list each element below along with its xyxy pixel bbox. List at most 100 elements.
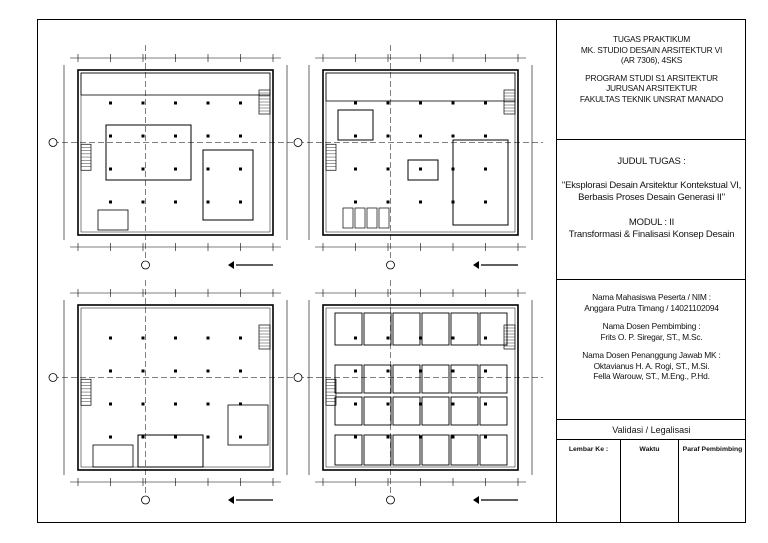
unit-room <box>479 312 508 346</box>
column-marker <box>206 402 210 406</box>
column-marker <box>386 101 390 105</box>
course-section: TUGAS PRAKTIKUM MK. STUDIO DESAIN ARSITE… <box>557 20 746 140</box>
column-marker <box>141 435 145 439</box>
column-marker <box>206 134 210 138</box>
restroom <box>378 207 390 229</box>
institution-line-3: FAKULTAS TEKNIK UNSRAT MANADO <box>579 93 724 104</box>
column-marker <box>484 336 487 340</box>
unit-room <box>450 312 479 346</box>
room <box>407 159 439 181</box>
column-marker <box>386 336 390 340</box>
column-marker <box>484 402 487 406</box>
column-marker <box>141 200 145 204</box>
student-value: Anggara Putra Timang / 14021102094 <box>584 302 719 313</box>
column-marker <box>174 134 177 138</box>
column-marker <box>239 200 242 204</box>
assignment-section: JUDUL TUGAS : "Eksplorasi Desain Arsitek… <box>557 140 746 280</box>
unit-room <box>450 396 479 426</box>
column-marker <box>419 167 422 171</box>
student-label: Nama Mahasiswa Peserta / NIM : <box>592 292 711 302</box>
institution-line-1: PROGRAM STUDI S1 ARSITEKTUR <box>585 72 718 83</box>
unit-room <box>479 434 508 466</box>
column-marker <box>141 134 145 138</box>
room <box>80 72 271 96</box>
column-marker <box>451 134 455 138</box>
validation-time-cell: Waktu <box>621 440 679 522</box>
module-label: MODUL : II <box>628 217 675 228</box>
column-marker <box>141 167 145 171</box>
unit-room <box>334 434 363 466</box>
module-title: Transformasi & Finalisasi Konsep Desain <box>568 229 735 240</box>
unit-room <box>479 364 508 394</box>
column-marker <box>419 402 422 406</box>
column-marker <box>354 402 357 406</box>
column-marker <box>484 369 487 373</box>
unit-room <box>421 312 450 346</box>
exterior-wall <box>322 304 519 471</box>
room <box>97 209 129 231</box>
plan-title-arrow-icon <box>228 496 234 504</box>
column-marker <box>174 200 177 204</box>
column-marker <box>386 134 390 138</box>
column-marker <box>354 200 357 204</box>
advisor-label: Nama Dosen Pembimbing : <box>602 321 701 331</box>
room <box>452 139 509 226</box>
restroom <box>354 207 366 229</box>
floor-plan-3 <box>48 280 298 505</box>
column-marker <box>174 435 177 439</box>
column-marker <box>484 134 487 138</box>
column-marker <box>354 435 357 439</box>
column-marker <box>354 369 357 373</box>
interior-wall-line <box>325 307 516 468</box>
column-marker <box>109 369 112 373</box>
column-marker <box>419 134 422 138</box>
institution-line-2: JURUSAN ARSITEKTUR <box>606 83 697 93</box>
plan-title-arrow-icon <box>473 261 479 269</box>
assignment-title-line-1: "Eksplorasi Desain Arsitektur Kontekstua… <box>561 180 742 191</box>
column-marker <box>354 336 357 340</box>
section-marker-icon <box>48 373 58 382</box>
column-marker <box>386 200 390 204</box>
unit-room <box>334 396 363 426</box>
interior-wall-line <box>325 72 516 233</box>
floor-plan-area <box>38 20 556 522</box>
column-marker <box>174 402 177 406</box>
section-marker-icon <box>386 495 395 505</box>
unit-room <box>334 312 363 346</box>
column-marker <box>109 134 112 138</box>
column-marker <box>419 336 422 340</box>
column-marker <box>174 101 177 105</box>
room <box>202 149 254 221</box>
room <box>337 109 374 141</box>
lecturer-value-2: Fella Warouw, ST., M.Eng., P.Hd. <box>593 371 710 381</box>
column-marker <box>484 200 487 204</box>
floor-plans-svg <box>48 45 543 505</box>
floor-plan-4 <box>293 280 543 505</box>
validation-header: Validasi / Legalisasi <box>557 420 746 440</box>
column-marker <box>206 435 210 439</box>
unit-room <box>450 434 479 466</box>
unit-room <box>392 434 421 466</box>
section-marker-icon <box>48 138 58 147</box>
column-marker <box>239 167 242 171</box>
column-marker <box>239 134 242 138</box>
column-marker <box>239 369 242 373</box>
advisor-value: Frits O. P. Siregar, ST., M.Sc. <box>600 331 703 342</box>
column-marker <box>484 167 487 171</box>
column-marker <box>141 369 145 373</box>
column-marker <box>484 435 487 439</box>
column-marker <box>484 101 487 105</box>
column-marker <box>206 167 210 171</box>
unit-room <box>363 434 392 466</box>
plan-title-arrow-icon <box>228 261 234 269</box>
course-line-2: MK. STUDIO DESAIN ARSITEKTUR VI <box>580 44 723 55</box>
unit-room <box>479 396 508 426</box>
section-marker-icon <box>293 138 303 147</box>
column-marker <box>419 369 422 373</box>
column-marker <box>386 435 390 439</box>
validation-sheet-cell: Lembar Ke : <box>557 440 621 522</box>
column-marker <box>419 200 422 204</box>
section-marker-icon <box>293 373 303 382</box>
unit-room <box>421 396 450 426</box>
validation-signature-cell: Paraf Pembimbing <box>682 446 743 453</box>
